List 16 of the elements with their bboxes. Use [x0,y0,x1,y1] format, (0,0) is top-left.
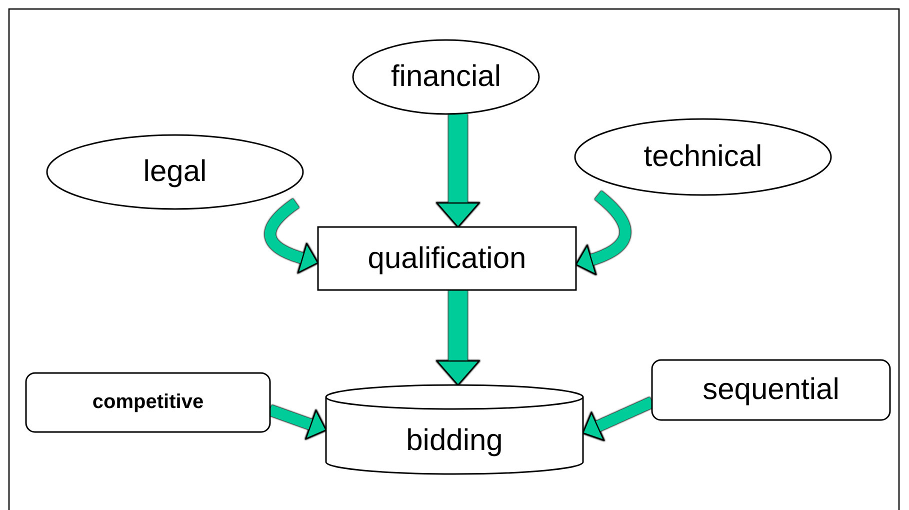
rounded-box [652,360,890,420]
node-label: financial [390,60,502,94]
block-arrow [576,190,631,275]
ellipse-node [353,40,539,114]
ellipse-node [47,135,303,209]
block-arrow [264,198,318,274]
node-label: sequential [702,373,840,407]
node-label: bidding [406,424,503,458]
node-label: competitive [92,391,204,414]
node-label: legal [143,155,207,189]
ellipse-node [575,119,831,195]
node-label: technical [644,140,762,174]
node-label: qualification [368,242,526,276]
process-box [318,227,576,290]
cylinder-node [326,385,583,474]
rounded-box [26,373,270,432]
